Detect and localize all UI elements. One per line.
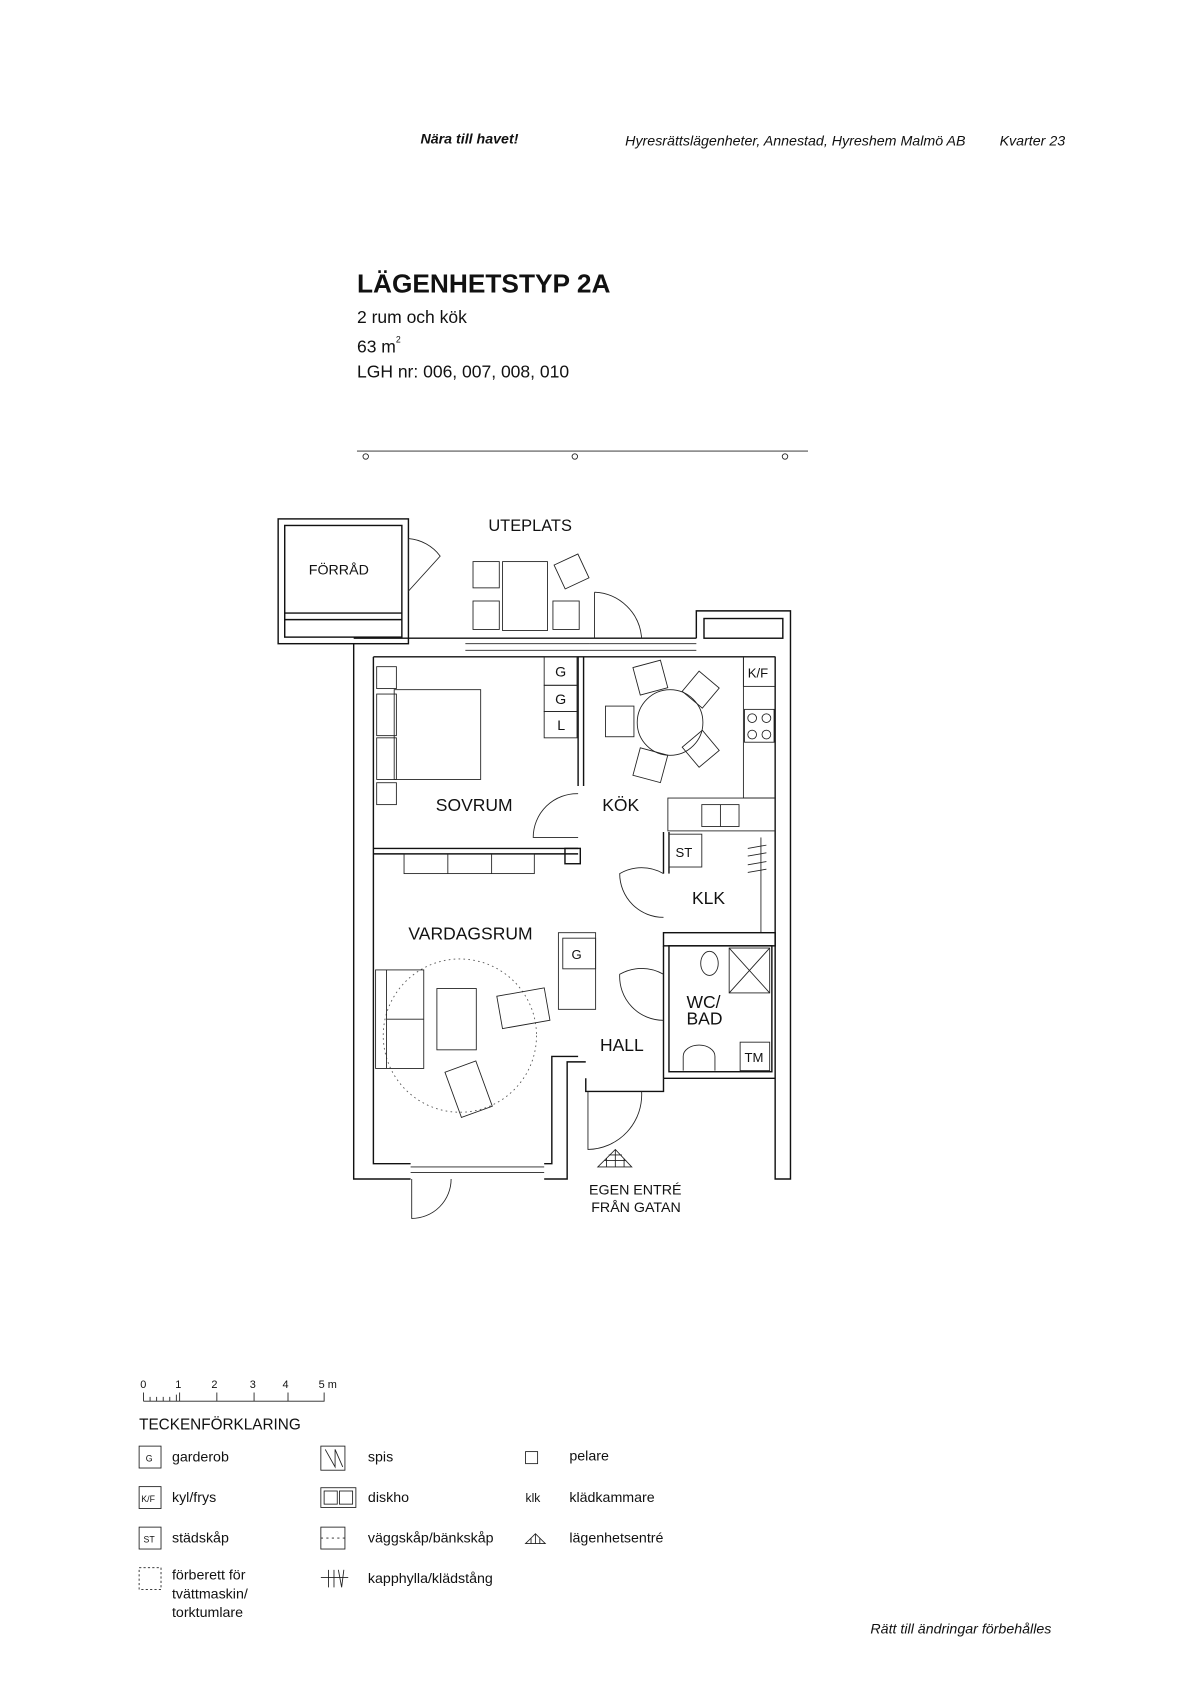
svg-text:4: 4 — [283, 1379, 289, 1391]
svg-text:0: 0 — [140, 1379, 146, 1391]
page-title: LÄGENHETSTYP 2A — [357, 268, 610, 298]
footer-note: Rätt till ändringar förbehålles — [870, 1621, 1051, 1637]
hall-wardrobe — [557, 932, 597, 1010]
header-block: Kvarter 23 — [1000, 134, 1066, 150]
apartment-numbers: LGH nr: 006, 007, 008, 010 — [357, 362, 569, 382]
cleaning-legend-icon — [138, 1526, 162, 1550]
svg-text:garderob: garderob — [172, 1449, 229, 1465]
svg-text:diskho: diskho — [368, 1490, 409, 1506]
hall-wardrobe-label: G — [572, 947, 582, 962]
fridge-freezer — [742, 656, 776, 687]
pillar-legend-icon — [525, 1451, 539, 1465]
wardrobe-l: L — [557, 718, 565, 734]
washbasin — [682, 1044, 716, 1071]
wardrobe-g2: G — [555, 692, 566, 708]
closet-legend-icon: klk — [526, 1491, 542, 1505]
label-forrad: FÖRRÅD — [309, 561, 369, 579]
storage-outer-wall — [277, 518, 410, 645]
fridge-legend-icon — [138, 1486, 162, 1509]
armchair — [496, 987, 551, 1030]
header-publisher: Hyresrättslägenheter, Annestad, Hyreshem… — [625, 134, 965, 150]
label-sovrum: SOVRUM — [436, 795, 513, 815]
svg-text:5 m: 5 m — [319, 1379, 337, 1391]
wardrobe-legend-icon — [138, 1445, 162, 1469]
entrance-marker-icon — [596, 1148, 633, 1168]
sink-legend-icon — [320, 1487, 357, 1508]
dining-table — [636, 689, 704, 756]
fridge-label: K/F — [748, 666, 768, 681]
laundry-prep — [739, 1041, 771, 1072]
svg-text:kyl/frys: kyl/frys — [172, 1490, 216, 1506]
coffee-table — [436, 988, 477, 1051]
stove-legend-icon — [320, 1445, 346, 1471]
patio-table — [502, 561, 548, 631]
wardrobe-g1: G — [555, 665, 566, 681]
storage-inner-wall — [284, 524, 403, 638]
legend: TECKENFÖRKLARING G garderob K/F kyl/frys… — [138, 1416, 664, 1621]
dimension-line — [356, 450, 808, 460]
bathroom-door — [619, 968, 664, 1021]
stove — [744, 708, 775, 743]
svg-text:pelare: pelare — [569, 1448, 609, 1464]
label-wc: WC/BAD — [686, 992, 722, 1028]
svg-text:K/F: K/F — [141, 1494, 155, 1504]
entry-door — [587, 1091, 643, 1150]
toilet — [700, 950, 719, 976]
label-hall: HALL — [600, 1035, 644, 1055]
cleaning-cupboard-label: ST — [676, 845, 693, 860]
coat-rack — [747, 844, 767, 873]
header-tagline: Nära till havet! — [420, 131, 518, 147]
svg-text:lägenhetsentré: lägenhetsentré — [569, 1530, 663, 1546]
svg-text:1: 1 — [175, 1379, 181, 1391]
svg-text:klädkammare: klädkammare — [569, 1490, 654, 1506]
area: 63 m2 — [357, 335, 401, 357]
label-kok: KÖK — [602, 795, 639, 815]
svg-text:G: G — [146, 1453, 153, 1463]
storage-door — [407, 538, 441, 593]
armchair — [444, 1060, 493, 1119]
entrance-legend-icon — [524, 1533, 547, 1544]
svg-text:städskåp: städskåp — [172, 1530, 229, 1546]
svg-text:väggskåp/bänkskåp: väggskåp/bänkskåp — [368, 1530, 494, 1546]
shower — [728, 947, 771, 994]
laundry-legend-icon — [138, 1567, 162, 1590]
svg-text:spis: spis — [368, 1449, 393, 1465]
bed — [393, 689, 482, 780]
coat-rack-legend-icon — [320, 1569, 349, 1588]
label-uteplats: UTEPLATS — [488, 517, 572, 535]
floor-plan: UTEPLATS FÖRRÅD G G L SOVRUM — [277, 517, 792, 1219]
label-vardagsrum: VARDAGSRUM — [408, 923, 532, 943]
svg-text:2: 2 — [211, 1379, 217, 1391]
svg-text:3: 3 — [250, 1379, 256, 1391]
svg-text:ST: ST — [144, 1534, 156, 1544]
klk-door — [619, 867, 664, 918]
svg-text:kapphylla/klädstång: kapphylla/klädstång — [368, 1571, 493, 1587]
balcony-door — [411, 1179, 452, 1219]
scale-bar: 0 1 2 3 4 5 m — [140, 1379, 337, 1402]
outer-wall — [352, 610, 792, 1180]
legend-title: TECKENFÖRKLARING — [139, 1416, 301, 1434]
bedroom-door — [532, 793, 579, 838]
cleaning-cupboard — [668, 833, 703, 868]
patio-door — [594, 591, 643, 639]
label-klk: KLK — [692, 888, 725, 908]
laundry-label: TM — [745, 1050, 764, 1065]
room-count: 2 rum och kök — [357, 307, 467, 327]
